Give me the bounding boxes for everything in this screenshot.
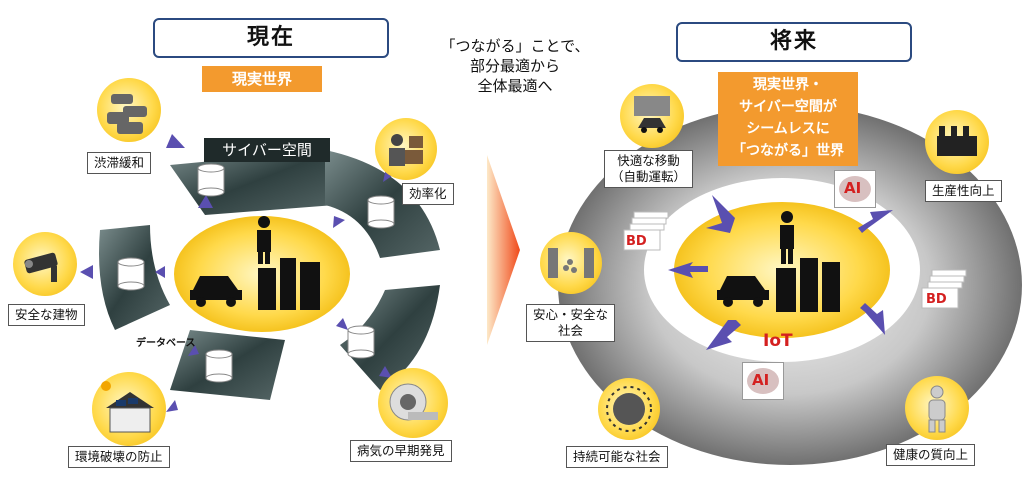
autonomous-car-icon [620, 84, 684, 148]
transition-arrow [487, 155, 520, 345]
label-safe-building: 安全な建物 [8, 304, 85, 326]
worker-boxes-icon [375, 118, 437, 180]
globe-icon [598, 378, 660, 440]
future-header: 将来 [676, 22, 912, 62]
real-world-tag: 現実世界 [202, 66, 322, 92]
bd-label-left: BD [626, 234, 647, 249]
big-data-stack-icon: BD [920, 268, 967, 309]
seamless-tag-line-3: シームレスに [746, 121, 830, 137]
right-arrows [668, 195, 893, 350]
database-label: データベース [136, 338, 196, 349]
label-efficiency: 効率化 [402, 183, 454, 205]
mri-scanner-icon [378, 368, 448, 438]
label-disease: 病気の早期発見 [350, 440, 452, 462]
label-mobility: 快適な移動 （自動運転） [604, 150, 694, 188]
current-header: 現在 [153, 18, 389, 58]
transition-line-3: 全体最適へ [477, 77, 553, 95]
ai-brain-icon: AI [742, 362, 784, 400]
security-camera-icon [13, 232, 77, 296]
solar-house-icon [92, 372, 166, 446]
seamless-world-tag: 現実世界・ サイバー空間が シームレスに 「つながる」世界 [718, 72, 858, 166]
health-body-icon [905, 376, 969, 440]
label-mobility-line-1: 快適な移動 [617, 153, 680, 168]
seamless-tag-line-2: サイバー空間が [739, 99, 837, 115]
label-safety-line-2: 社会 [558, 323, 584, 338]
label-productivity: 生産性向上 [925, 180, 1002, 202]
label-environment: 環境破壊の防止 [68, 446, 170, 468]
transition-line-1: 「つながる」ことで、 [440, 37, 590, 55]
transition-line-2: 部分最適から [469, 57, 560, 75]
right-city-pictogram [717, 211, 840, 312]
left-city-pictogram [190, 216, 320, 310]
database-cylinders [117, 163, 395, 383]
seamless-tag-line-1: 現実世界・ [753, 77, 823, 93]
big-data-stack-icon: BD [622, 210, 669, 251]
ai-label-bottom: AI [752, 371, 770, 389]
ai-brain-icon: AI [834, 170, 876, 208]
ai-label-top: AI [844, 179, 862, 197]
seamless-tag-line-4: 「つながる」世界 [732, 143, 844, 159]
label-health: 健康の質向上 [886, 444, 976, 466]
cyber-space-tag: サイバー空間 [204, 138, 330, 162]
label-mobility-line-2: （自動運転） [611, 169, 687, 184]
label-safety: 安心・安全な 社会 [526, 304, 616, 342]
street-crowd-icon [540, 232, 602, 294]
factory-icon [925, 110, 989, 174]
label-safety-line-1: 安心・安全な [533, 307, 609, 322]
label-sustainable: 持続可能な社会 [566, 446, 668, 468]
iot-label: IoT [763, 331, 793, 351]
label-congestion: 渋滞緩和 [87, 152, 152, 174]
transition-caption: 「つながる」ことで、 部分最適から 全体最適へ [440, 36, 590, 96]
traffic-jam-icon [97, 78, 161, 142]
bd-label-right: BD [926, 292, 947, 307]
